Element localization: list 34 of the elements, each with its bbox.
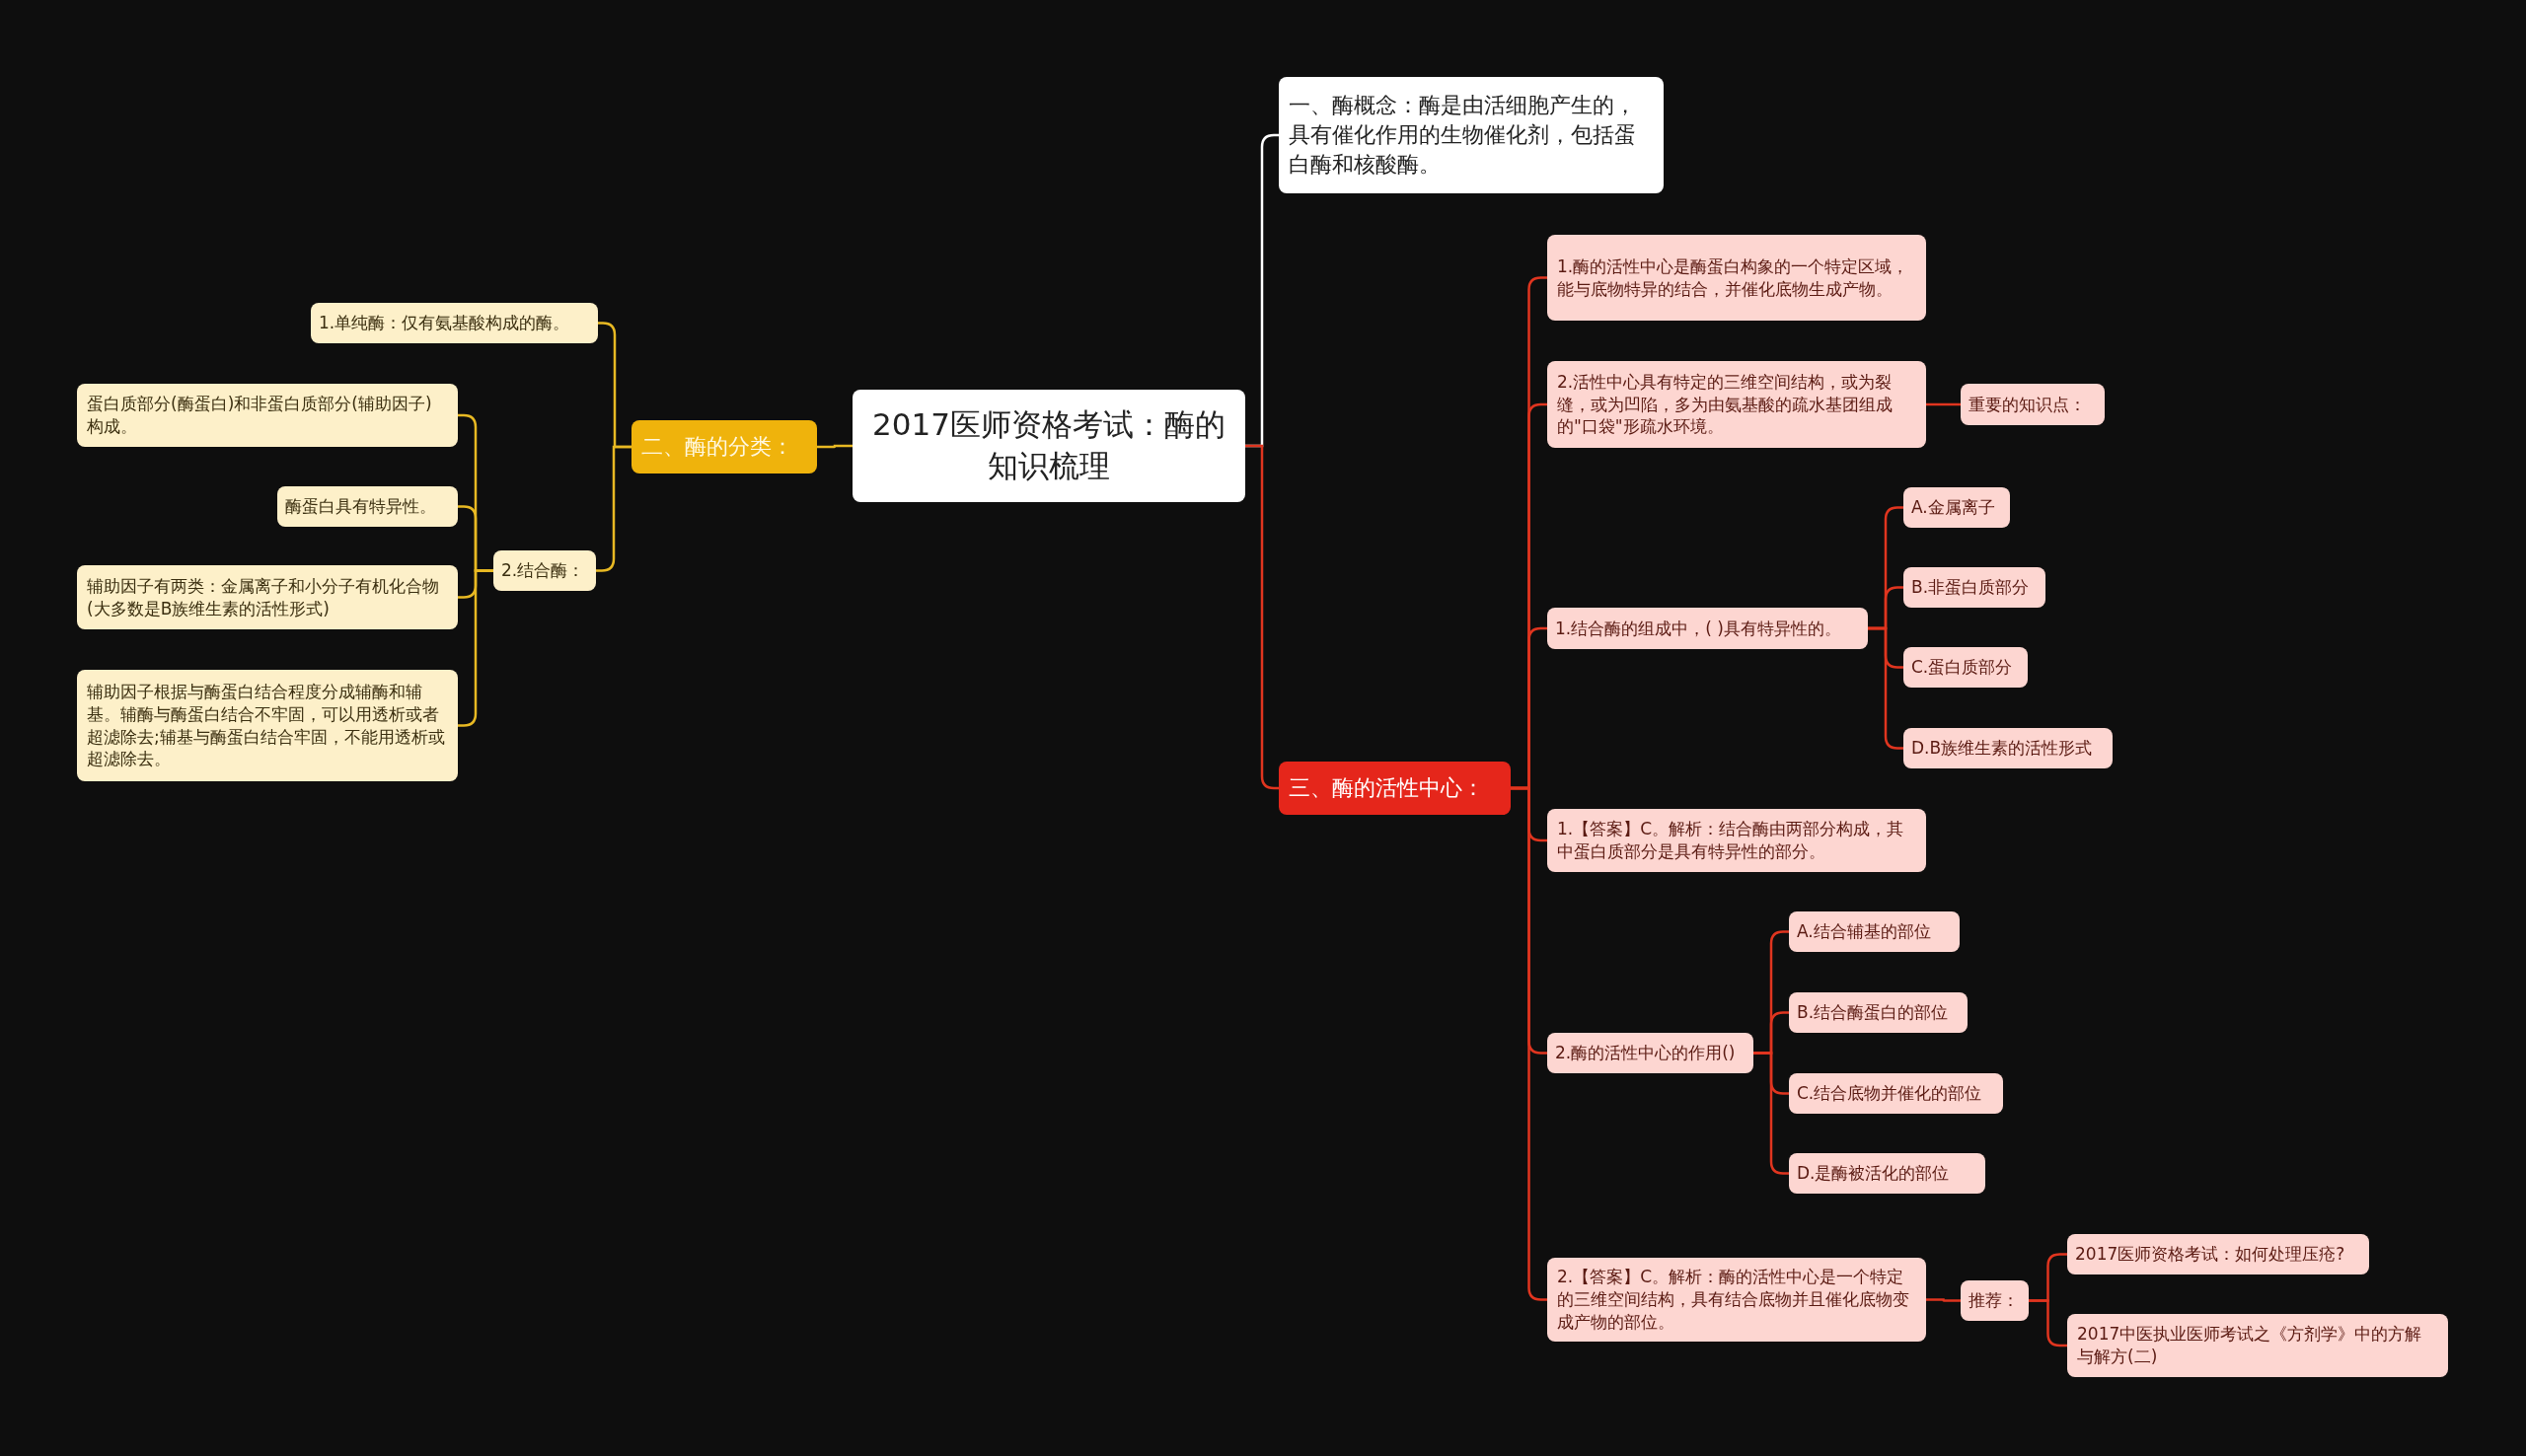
subtopic-box: C.结合底物并催化的部位	[1789, 1073, 2003, 1114]
subtopic-box: 酶蛋白具有特异性。	[277, 486, 458, 527]
subtopic-box: 2.酶的活性中心的作用()	[1547, 1033, 1753, 1073]
topic-box: 二、酶的分类：	[632, 420, 817, 473]
subtopic-box: 2.结合酶：	[493, 550, 596, 591]
connector	[1926, 402, 1961, 406]
subtopic-box: 2.【答案】C。解析：酶的活性中心是一个特定的三维空间结构，具有结合底物并且催化底物变成产物的部位。	[1547, 1258, 1926, 1342]
subtopic-box: 1.结合酶的组成中，( )具有特异性的。	[1547, 608, 1868, 649]
connector	[817, 444, 853, 449]
subtopic-box: B.非蛋白质部分	[1903, 567, 2045, 608]
subtopic-box: D.B族维生素的活性形式	[1903, 728, 2113, 768]
subtopic-box: A.金属离子	[1903, 487, 2010, 528]
connector	[1511, 786, 1547, 1301]
subtopic-box: 辅助因子有两类：金属离子和小分子有机化合物(大多数是B族维生素的活性形式)	[77, 565, 458, 629]
subtopic-box: 1.酶的活性中心是酶蛋白构象的一个特定区域，能与底物特异的结合，并催化底物生成产物。	[1547, 235, 1926, 321]
subtopic-box: D.是酶被活化的部位	[1789, 1153, 1985, 1194]
topic-box: 一、酶概念：酶是由活细胞产生的，具有催化作用的生物催化剂，包括蛋白酶和核酸酶。	[1279, 77, 1664, 193]
subtopic-box: 蛋白质部分(酶蛋白)和非蛋白质部分(辅助因子)构成。	[77, 384, 458, 447]
subtopic-box: 2017中医执业医师考试之《方剂学》中的方解与解方(二)	[2067, 1314, 2448, 1377]
subtopic-box: 重要的知识点：	[1961, 384, 2105, 425]
connector	[458, 569, 493, 727]
subtopic-box: 1.单纯酶：仅有氨基酸构成的酶。	[311, 303, 598, 343]
central-topic-box: 2017医师资格考试：酶的知识梳理	[853, 390, 1245, 502]
subtopic-box: A.结合辅基的部位	[1789, 911, 1960, 952]
subtopic-box: 推荐：	[1961, 1280, 2029, 1321]
subtopic-box: 2.活性中心具有特定的三维空间结构，或为裂缝，或为凹陷，多为由氨基酸的疏水基团组成的"口袋"形疏水环境。	[1547, 361, 1926, 448]
subtopic-box: C.蛋白质部分	[1903, 647, 2028, 688]
subtopic-box: 2017医师资格考试：如何处理压疮?	[2067, 1234, 2369, 1274]
subtopic-box: 辅助因子根据与酶蛋白结合程度分成辅酶和辅基。辅酶与酶蛋白结合不牢固，可以用透析或者超滤除去;辅基与酶蛋白结合牢固，不能用透析或超滤除去。	[77, 670, 458, 781]
subtopic-box: 1.【答案】C。解析：结合酶由两部分构成，其中蛋白质部分是具有特异性的部分。	[1547, 809, 1926, 872]
topic-box: 三、酶的活性中心：	[1279, 762, 1511, 815]
connector	[2029, 1299, 2067, 1347]
connector	[1926, 1298, 1961, 1302]
subtopic-box: B.结合酶蛋白的部位	[1789, 992, 1968, 1033]
